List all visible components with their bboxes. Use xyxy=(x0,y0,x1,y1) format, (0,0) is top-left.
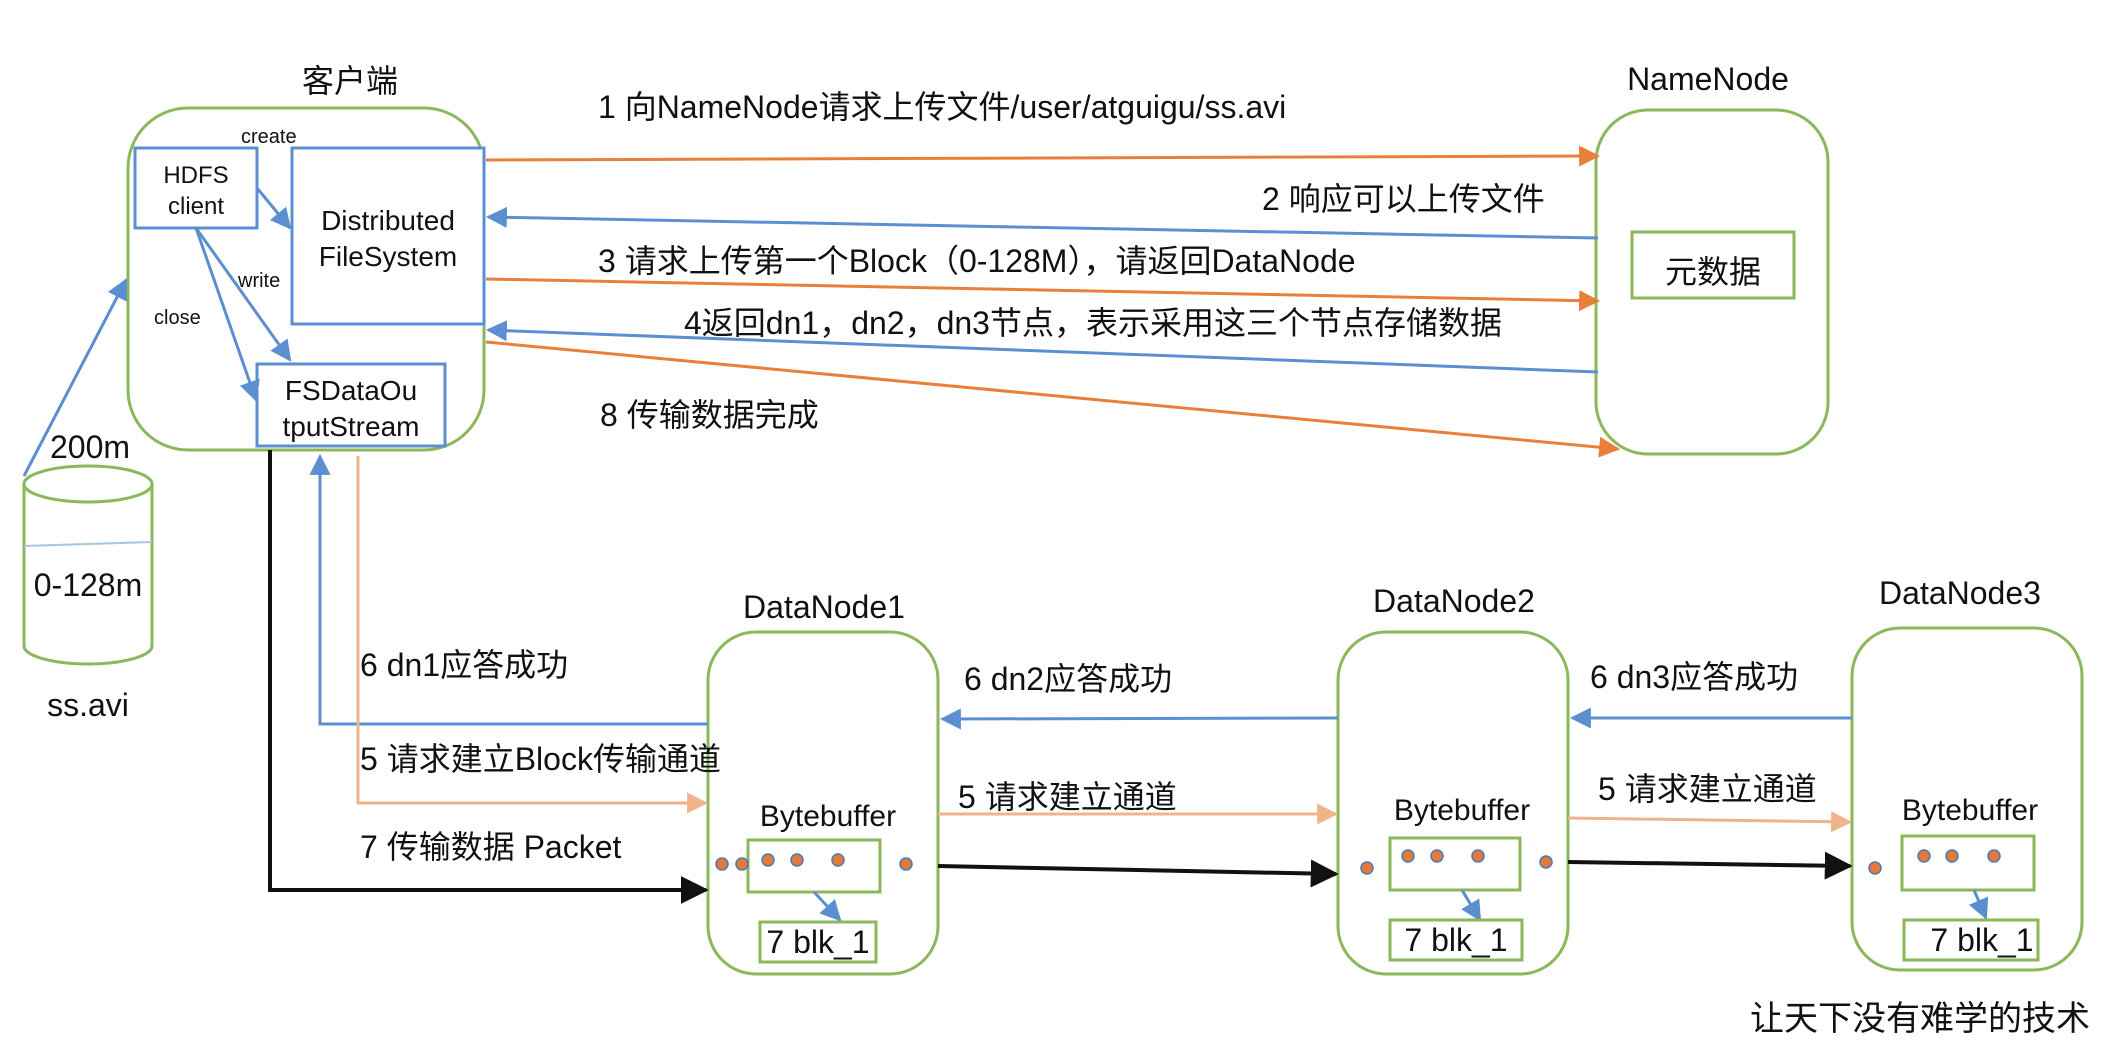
request-block-channel-label: 5 请求建立Block传输通道 xyxy=(360,741,721,777)
datanode2-bytebuffer-label: Bytebuffer xyxy=(1394,794,1530,827)
datanode1-title: DataNode1 xyxy=(743,589,905,625)
datanode2-flush-arrow xyxy=(1460,889,1482,922)
step8-label: 8 传输数据完成 xyxy=(600,397,819,433)
datanode3-block-box xyxy=(1902,918,2040,962)
write-arrow xyxy=(194,227,292,362)
client-title: 客户端 xyxy=(302,63,398,99)
data-dn1-dn2-arrow xyxy=(937,859,1339,888)
datanode3-packet-dots xyxy=(1868,849,2001,875)
distributed-filesystem-box xyxy=(290,146,486,326)
file-name-label: ss.avi xyxy=(47,687,129,723)
channel-dn2-dn3-label: 5 请求建立通道 xyxy=(1598,771,1817,807)
write-label: write xyxy=(237,270,280,292)
file-block-label: 0-128m xyxy=(34,567,143,603)
step3-arrow xyxy=(485,277,1601,312)
fsdataoutputstream-box xyxy=(255,362,447,448)
create-label: create xyxy=(241,126,297,148)
datanode2-block-label: 7 blk_1 xyxy=(1404,922,1507,958)
step1-label: 1 向NameNode请求上传文件/user/atguigu/ss.avi xyxy=(598,89,1286,125)
datanode2-packet-dots xyxy=(1360,849,1553,875)
datanode1-flush-arrow xyxy=(812,890,842,922)
datanode3-box xyxy=(1850,626,2084,972)
close-label: close xyxy=(154,307,201,329)
datanode3-buffer-box xyxy=(1900,834,2036,892)
create-arrow xyxy=(255,187,292,230)
channel-dn2-dn3-arrow xyxy=(1567,811,1853,833)
metadata-label: 元数据 xyxy=(1665,254,1761,290)
transfer-packet-arrow xyxy=(268,450,709,904)
file-size-label: 200m xyxy=(50,429,130,465)
data-dn2-dn3-arrow xyxy=(1567,851,1853,880)
fsdataoutputstream-label-line1: FSDataOu xyxy=(285,375,417,406)
metadata-box xyxy=(1630,230,1796,300)
step2-arrow xyxy=(485,206,1599,240)
distributed-filesystem-label-line2: FileSystem xyxy=(319,241,457,272)
file-cylinder xyxy=(22,464,154,666)
ack-dn3-label: 6 dn3应答成功 xyxy=(1590,659,1798,695)
datanode2-block-box xyxy=(1388,918,1524,962)
request-block-channel-arrow xyxy=(356,456,709,814)
datanode1-packet-dots xyxy=(715,853,913,871)
hdfs-client-label-line2: client xyxy=(168,193,224,220)
datanode3-flush-arrow xyxy=(1968,889,1989,920)
watermark-text: 让天下没有难学的技术 xyxy=(1750,1000,2090,1038)
datanode1-block-box xyxy=(758,920,878,964)
step8-arrow xyxy=(485,340,1621,458)
ack-dn1-to-client-arrow xyxy=(309,453,708,726)
namenode-box xyxy=(1594,108,1830,456)
datanode3-bytebuffer-label: Bytebuffer xyxy=(1902,794,2038,827)
datanode2-title: DataNode2 xyxy=(1373,583,1535,619)
step2-label: 2 响应可以上传文件 xyxy=(1262,181,1545,217)
datanode3-block-label: 7 blk_1 xyxy=(1930,922,2033,958)
file-to-client-arrow xyxy=(22,278,128,477)
transfer-packet-label: 7 传输数据 Packet xyxy=(360,829,622,865)
datanode2-box xyxy=(1336,630,1570,976)
step3-label: 3 请求上传第一个Block（0-128M），请返回DataNode xyxy=(598,243,1356,279)
ack-dn2-arrow xyxy=(939,708,1339,730)
step4-label: 4返回dn1，dn2，dn3节点，表示采用这三个节点存储数据 xyxy=(684,305,1502,341)
datanode1-block-label: 7 blk_1 xyxy=(766,924,869,960)
step1-arrow xyxy=(485,145,1601,167)
channel-dn1-dn2-label: 5 请求建立通道 xyxy=(958,779,1177,815)
datanode1-bytebuffer-label: Bytebuffer xyxy=(760,800,896,833)
hdfs-client-label-line1: HDFS xyxy=(163,162,228,189)
step4-arrow xyxy=(485,320,1599,374)
ack-dn1-label: 6 dn1应答成功 xyxy=(360,647,568,683)
close-arrow xyxy=(194,227,260,402)
fsdataoutputstream-label-line2: tputStream xyxy=(283,411,420,442)
datanode3-title: DataNode3 xyxy=(1879,575,2041,611)
ack-dn2-label: 6 dn2应答成功 xyxy=(964,661,1172,697)
distributed-filesystem-label-line1: Distributed xyxy=(321,205,455,236)
datanode2-buffer-box xyxy=(1388,836,1522,892)
namenode-title: NameNode xyxy=(1627,61,1789,97)
